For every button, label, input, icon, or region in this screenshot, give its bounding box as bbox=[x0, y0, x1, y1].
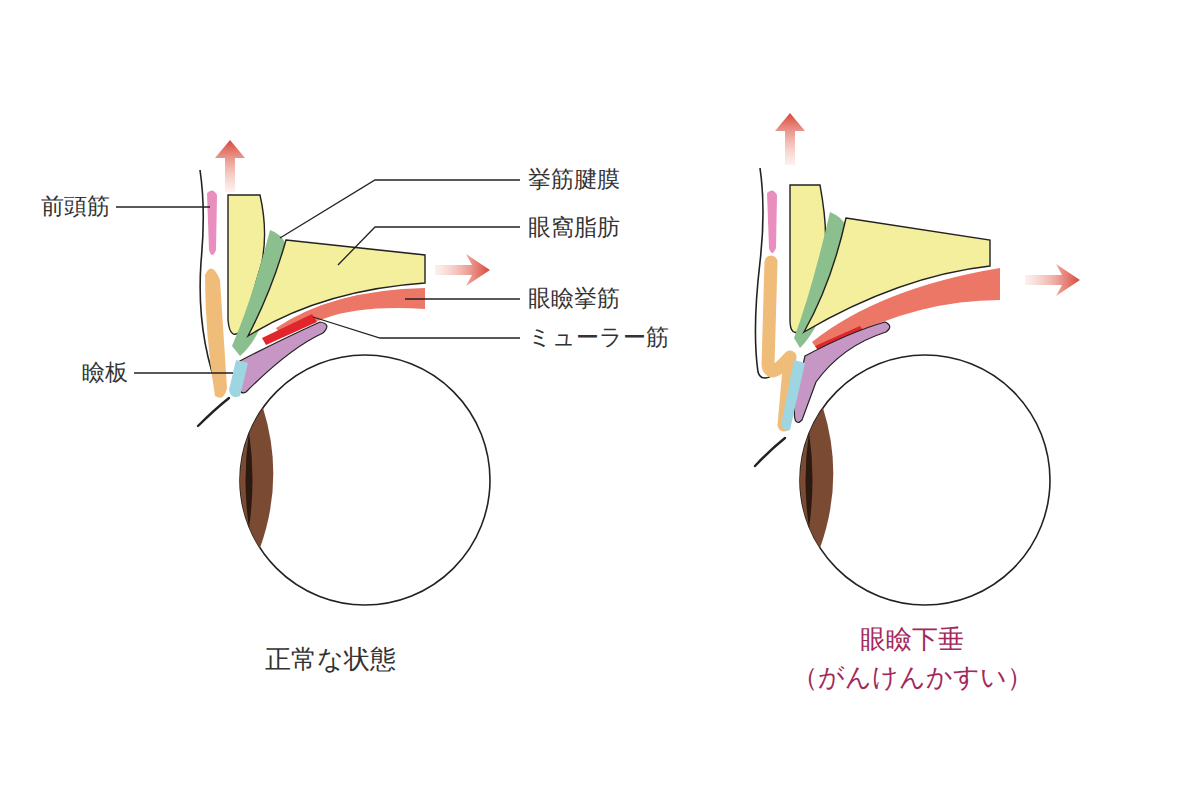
pull-arrow bbox=[1025, 264, 1080, 296]
pull-arrow bbox=[775, 113, 805, 165]
panel-title: （がんけんかすい） bbox=[792, 662, 1033, 693]
part-label: 瞼板 bbox=[82, 359, 128, 387]
part-label: 前頭筋 bbox=[41, 193, 110, 221]
eyelash bbox=[198, 398, 229, 426]
tarsus bbox=[782, 360, 805, 431]
eyeball bbox=[800, 355, 1050, 605]
leader-lines bbox=[116, 180, 520, 373]
conjunctiva bbox=[237, 322, 327, 393]
part-label: 眼瞼挙筋 bbox=[528, 285, 620, 313]
frontalis bbox=[207, 190, 217, 255]
eyeball bbox=[240, 355, 490, 605]
panel-title: 正常な状態 bbox=[265, 644, 396, 675]
pull-arrow bbox=[435, 254, 490, 286]
normal-eyelid bbox=[116, 140, 520, 605]
orbicularis bbox=[205, 269, 227, 398]
part-label: 挙筋腱膜 bbox=[528, 166, 620, 194]
eyelash bbox=[755, 438, 785, 466]
pull-arrow bbox=[215, 140, 245, 192]
conjunctiva bbox=[794, 322, 889, 423]
pupil bbox=[246, 432, 253, 528]
orbital-fat bbox=[248, 240, 425, 336]
iris bbox=[240, 408, 273, 548]
pupil bbox=[806, 432, 813, 528]
part-label: 眼窩脂肪 bbox=[528, 214, 620, 242]
frontalis bbox=[767, 190, 777, 253]
part-label: ミューラー筋 bbox=[528, 324, 669, 352]
ptosis-eyelid bbox=[755, 113, 1080, 605]
iris bbox=[800, 408, 833, 548]
panel-title: 眼瞼下垂 bbox=[860, 624, 964, 655]
tarsus bbox=[229, 360, 248, 397]
